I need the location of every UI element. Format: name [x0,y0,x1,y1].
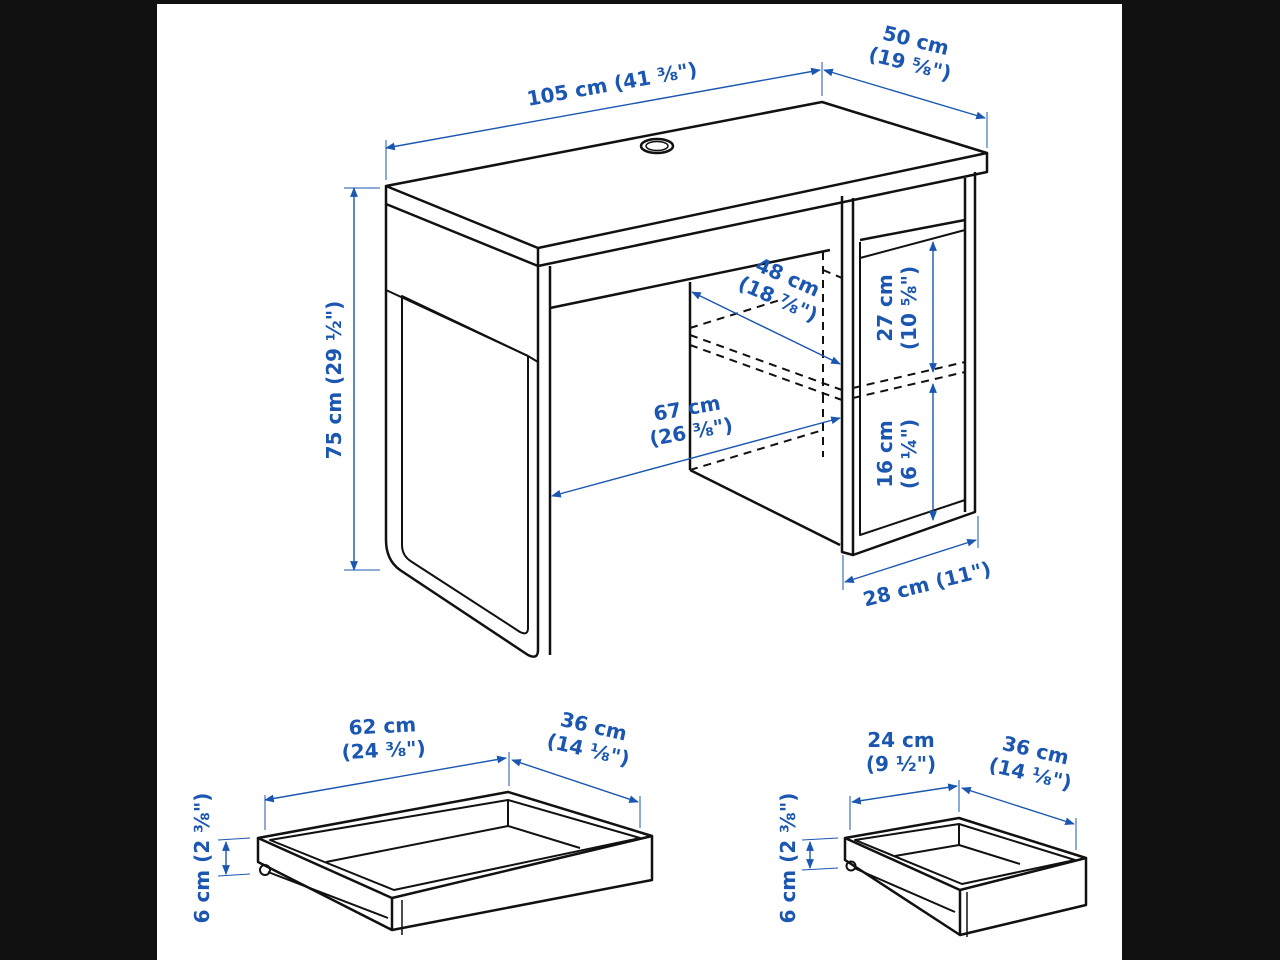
small-drawer-drawing [843,816,1088,937]
small-drawer-width-label: 24 cm (9 ½") [846,728,956,776]
upper-compartment-height-label: 27 cm (10 ⅝") [873,253,921,363]
desk-drawing [384,100,989,658]
drawer-runner-wheel-icon [259,864,271,876]
large-drawer-dimension-lines [217,752,641,877]
small-drawer-width-cm: 24 cm [867,728,935,752]
lower-compartment-cm: 16 cm [873,420,897,488]
upper-compartment-cm: 27 cm [873,274,897,342]
small-drawer-width-in: (9 ½") [865,752,937,776]
large-drawer-height-label: 6 cm (2 ⅜") [190,792,214,924]
desk-dimension-lines [344,62,988,590]
large-drawer-width-label: 62 cm (24 ⅜") [327,711,439,765]
lower-compartment-in: (6 ¼") [897,418,921,490]
desk-height-label: 75 cm (29 ½") [322,300,346,460]
lower-compartment-height-label: 16 cm (6 ¼") [873,399,921,509]
large-drawer-drawing [256,790,654,935]
small-drawer-height-label: 6 cm (2 ⅜") [776,792,800,924]
small-drawer-dimension-lines [801,780,1077,871]
upper-compartment-in: (10 ⅝") [897,265,921,351]
drawer-runner-wheel-icon [845,860,857,872]
